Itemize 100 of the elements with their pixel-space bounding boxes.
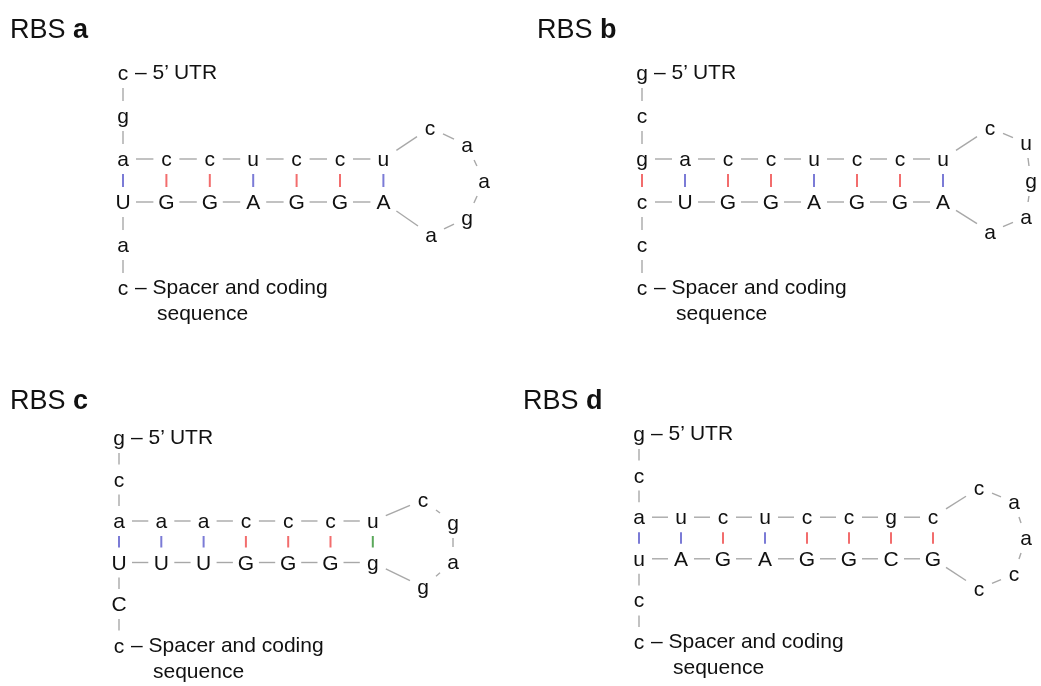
backbone-line: [955, 209, 978, 225]
nucleotide-letter: u: [672, 506, 690, 529]
backbone-line: [693, 516, 711, 518]
backbone-line: [638, 614, 640, 628]
backbone-line: [641, 130, 643, 145]
nucleotide-letter: g: [1022, 170, 1040, 192]
backbone-line: [473, 195, 478, 204]
backbone-line: [777, 558, 795, 560]
nucleotide-letter: g: [633, 62, 651, 84]
base-pair-line: [244, 535, 247, 549]
nucleotide-letter: c: [630, 631, 648, 653]
nucleotide-letter: u: [1017, 132, 1035, 154]
backbone-line: [861, 558, 879, 560]
nucleotide-letter: c: [633, 234, 651, 256]
backbone-line: [178, 201, 198, 203]
strand-end-label: – 5’ UTR: [131, 424, 215, 450]
base-pair-line: [770, 173, 772, 188]
base-pair-line: [684, 173, 686, 188]
nucleotide-letter: A: [805, 191, 823, 213]
backbone-line: [819, 516, 837, 518]
nucleotide-letter: c: [157, 148, 176, 170]
backbone-line: [122, 87, 124, 102]
backbone-line: [1027, 195, 1030, 203]
nucleotide-letter: c: [714, 506, 732, 529]
nucleotide-letter: G: [840, 547, 858, 570]
base-pair-line: [641, 173, 643, 188]
base-pair-line: [942, 173, 944, 188]
base-pair-line: [382, 173, 385, 188]
base-pair-line: [856, 173, 858, 188]
nucleotide-letter: a: [152, 510, 171, 532]
backbone-line: [118, 618, 120, 632]
nucleotide-letter: G: [157, 191, 176, 213]
nucleotide-letter: G: [798, 547, 816, 570]
backbone-line: [395, 210, 419, 227]
nucleotide-letter: g: [363, 551, 382, 574]
nucleotide-letter: G: [321, 551, 340, 574]
backbone-line: [783, 201, 802, 203]
nucleotide-letter: c: [633, 277, 651, 299]
nucleotide-letter: u: [756, 506, 774, 529]
backbone-line: [352, 158, 372, 160]
base-pair-line: [118, 535, 120, 549]
backbone-line: [308, 201, 328, 203]
nucleotide-letter: a: [1017, 527, 1035, 549]
nucleotide-letter: u: [244, 148, 263, 170]
backbone-line: [1018, 552, 1022, 560]
nucleotide-letter: c: [762, 148, 780, 170]
base-pair-line: [339, 173, 341, 188]
strand-end-label: – 5’ UTR: [654, 59, 738, 85]
nucleotide-letter: U: [194, 551, 213, 574]
nucleotide-letter: g: [444, 512, 462, 534]
nucleotide-letter: c: [331, 148, 349, 170]
backbone-line: [118, 452, 120, 466]
base-pair-line: [848, 531, 850, 545]
base-pair-line: [295, 173, 298, 188]
backbone-line: [638, 448, 640, 462]
strand-end-label: – Spacer and coding sequence: [131, 631, 325, 684]
nucleotide-letter: a: [114, 234, 132, 256]
backbone-line: [308, 158, 328, 160]
nucleotide-letter: c: [414, 489, 432, 511]
nucleotide-letter: a: [422, 224, 440, 246]
nucleotide-letter: c: [110, 634, 128, 657]
backbone-line: [869, 201, 888, 203]
nucleotide-letter: A: [756, 547, 774, 570]
backbone-line: [654, 201, 673, 203]
backbone-line: [443, 223, 455, 230]
backbone-line: [385, 568, 411, 582]
nucleotide-letter: a: [475, 170, 493, 192]
strand-end-label: – 5’ UTR: [135, 59, 219, 85]
backbone-line: [740, 201, 759, 203]
nucleotide-letter: g: [458, 207, 476, 229]
nucleotide-letter: u: [363, 510, 382, 532]
nucleotide-letter: u: [805, 148, 823, 170]
nucleotide-letter: G: [200, 191, 219, 213]
backbone-line: [385, 504, 411, 517]
backbone-line: [1027, 157, 1030, 167]
strand-end-label: – Spacer and coding sequence: [651, 628, 845, 680]
base-pair-line: [160, 535, 163, 549]
nucleotide-letter: C: [882, 547, 900, 570]
nucleotide-letter: u: [374, 148, 393, 170]
backbone-line: [777, 516, 795, 518]
nucleotide-letter: u: [934, 148, 952, 170]
backbone-line: [693, 558, 711, 560]
base-pair-line: [806, 531, 808, 545]
nucleotide-letter: G: [287, 191, 306, 213]
nucleotide-letter: G: [236, 551, 255, 574]
nucleotide-letter: U: [152, 551, 171, 574]
backbone-line: [819, 558, 837, 560]
nucleotide-letter: G: [719, 191, 737, 213]
nucleotide-letter: c: [970, 477, 988, 499]
backbone-line: [783, 158, 802, 160]
nucleotide-letter: a: [458, 134, 476, 156]
nucleotide-letter: C: [110, 593, 128, 615]
backbone-line: [912, 201, 931, 203]
nucleotide-letter: c: [279, 510, 298, 532]
backbone-line: [1002, 221, 1014, 228]
nucleotide-letter: a: [114, 148, 132, 170]
backbone-line: [435, 572, 441, 577]
nucleotide-letter: c: [200, 148, 219, 170]
nucleotide-letter: c: [970, 578, 988, 600]
backbone-line: [826, 158, 845, 160]
